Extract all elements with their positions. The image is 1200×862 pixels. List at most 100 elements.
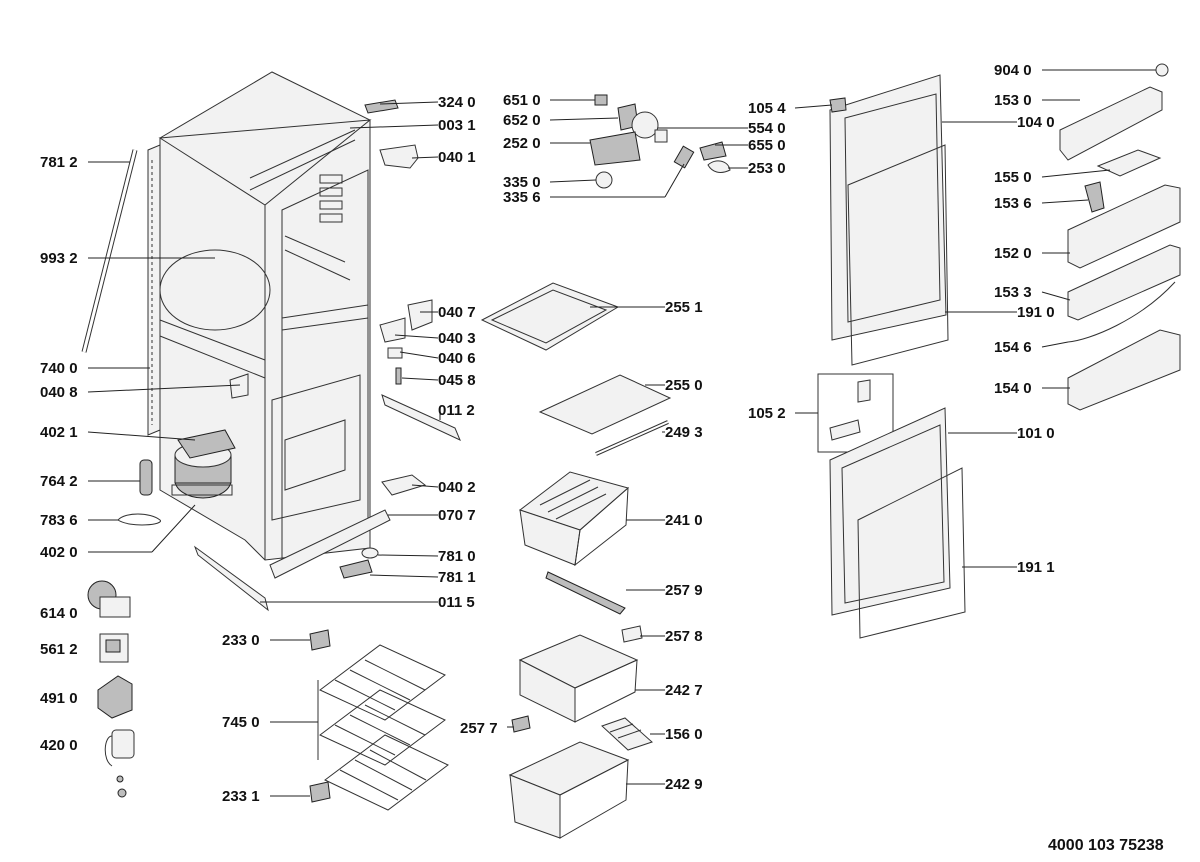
lamp-bulb (699, 141, 727, 161)
callout-191-1: 191 1 (1017, 559, 1055, 576)
hinge-bracket-middle (379, 317, 406, 343)
callout-154-6: 154 6 (994, 339, 1032, 356)
callout-420-0: 420 0 (40, 737, 78, 754)
callout-152-0: 152 0 (994, 245, 1032, 262)
relay-cover (97, 675, 133, 719)
callout-257-7: 257 7 (460, 720, 498, 737)
dryer-filter (139, 459, 153, 496)
top-hinge (379, 144, 419, 169)
callout-045-8: 045 8 (438, 372, 476, 389)
callout-153-0: 153 0 (994, 92, 1032, 109)
hinge-plate (387, 347, 403, 359)
drawer-stop (621, 625, 643, 643)
callout-242-7: 242 7 (665, 682, 703, 699)
capillary-tube (117, 513, 161, 526)
fridge-door (829, 74, 947, 341)
egg-tray (1096, 149, 1162, 177)
callout-156-0: 156 0 (665, 726, 703, 743)
callout-561-2: 561 2 (40, 641, 78, 658)
freezer-drawer (518, 471, 630, 567)
callout-252-0: 252 0 (503, 135, 541, 152)
callout-781-2: 781 2 (40, 154, 78, 171)
callout-101-0: 101 0 (1017, 425, 1055, 442)
crisper-drawer-lower (508, 741, 630, 839)
callout-003-1: 003 1 (438, 117, 476, 134)
callout-740-0: 740 0 (40, 360, 78, 377)
callout-652-0: 652 0 (503, 112, 541, 129)
callout-402-1: 402 1 (40, 424, 78, 441)
callout-324-0: 324 0 (438, 94, 476, 111)
overload-protector (99, 633, 129, 663)
callout-993-2: 993 2 (40, 250, 78, 267)
button (1155, 63, 1169, 77)
callout-781-0: 781 0 (438, 548, 476, 565)
compressor (171, 429, 236, 499)
seal-rod (81, 149, 138, 353)
callout-904-0: 904 0 (994, 62, 1032, 79)
callout-257-9: 257 9 (665, 582, 703, 599)
shelf-support-upper (309, 629, 331, 651)
ice-tray (601, 717, 653, 751)
thermostat-knob-housing (631, 111, 659, 139)
callout-241-0: 241 0 (665, 512, 703, 529)
callout-242-9: 242 9 (665, 776, 703, 793)
freezer-door (829, 407, 951, 616)
door-rail-left (193, 545, 269, 612)
callout-040-7: 040 7 (438, 304, 476, 321)
callout-105-2: 105 2 (748, 405, 786, 422)
callout-335-0: 335 0 (503, 174, 541, 191)
callout-155-0: 155 0 (994, 169, 1032, 186)
callout-764-2: 764 2 (40, 473, 78, 490)
door-hinge-pin (829, 97, 847, 113)
callout-105-4: 105 4 (748, 100, 786, 117)
dairy-cover (1059, 86, 1163, 161)
crisper-drawer-upper (518, 634, 639, 723)
callout-249-3: 249 3 (665, 424, 703, 441)
callout-614-0: 614 0 (40, 605, 78, 622)
hinge-bracket-upper (407, 299, 433, 331)
foot-cover (339, 559, 373, 579)
fridge-door-gasket (847, 144, 949, 366)
callout-153-6: 153 6 (994, 195, 1032, 212)
callout-233-0: 233 0 (222, 632, 260, 649)
drawer-rail (545, 571, 626, 615)
callout-255-1: 255 1 (665, 299, 703, 316)
shelf-clip (1084, 181, 1105, 213)
callout-011-5: 011 5 (438, 594, 475, 611)
callout-labels: 324 0 003 1 040 1 781 2 993 2 040 7 040 … (40, 62, 1055, 805)
freezer-door-gasket (857, 467, 966, 639)
callout-040-6: 040 6 (438, 350, 476, 367)
callout-745-0: 745 0 (222, 714, 260, 731)
callout-651-0: 651 0 (503, 92, 541, 109)
door-shelf-upper (1067, 184, 1181, 269)
callout-104-0: 104 0 (1017, 114, 1055, 131)
hinge-cover (364, 99, 399, 114)
callout-040-3: 040 3 (438, 330, 476, 347)
lamp-cover (707, 160, 731, 173)
callout-257-8: 257 8 (665, 628, 703, 645)
callout-781-1: 781 1 (438, 569, 476, 586)
document-number: 4000 103 75238 (1048, 837, 1164, 854)
callout-402-0: 402 0 (40, 544, 78, 561)
control-knob (595, 171, 613, 189)
callout-233-1: 233 1 (222, 788, 260, 805)
callout-491-0: 491 0 (40, 690, 78, 707)
callout-253-0: 253 0 (748, 160, 786, 177)
callout-154-0: 154 0 (994, 380, 1032, 397)
starter-relay (87, 580, 131, 618)
adjustable-foot (361, 547, 379, 559)
wire-shelves (317, 644, 449, 811)
callout-191-0: 191 0 (1017, 304, 1055, 321)
callout-255-0: 255 0 (665, 377, 703, 394)
bottom-bracket-left (229, 373, 249, 399)
leader-lines (87, 69, 1156, 797)
glass-shelf-frame (480, 282, 620, 351)
callout-335-6: 335 6 (503, 189, 541, 206)
connector (654, 129, 668, 143)
callout-655-0: 655 0 (748, 137, 786, 154)
glass-shelf (538, 374, 672, 435)
bottle-retainer (1067, 281, 1176, 343)
lamp-holder (594, 94, 608, 106)
callout-040-8: 040 8 (40, 384, 78, 401)
